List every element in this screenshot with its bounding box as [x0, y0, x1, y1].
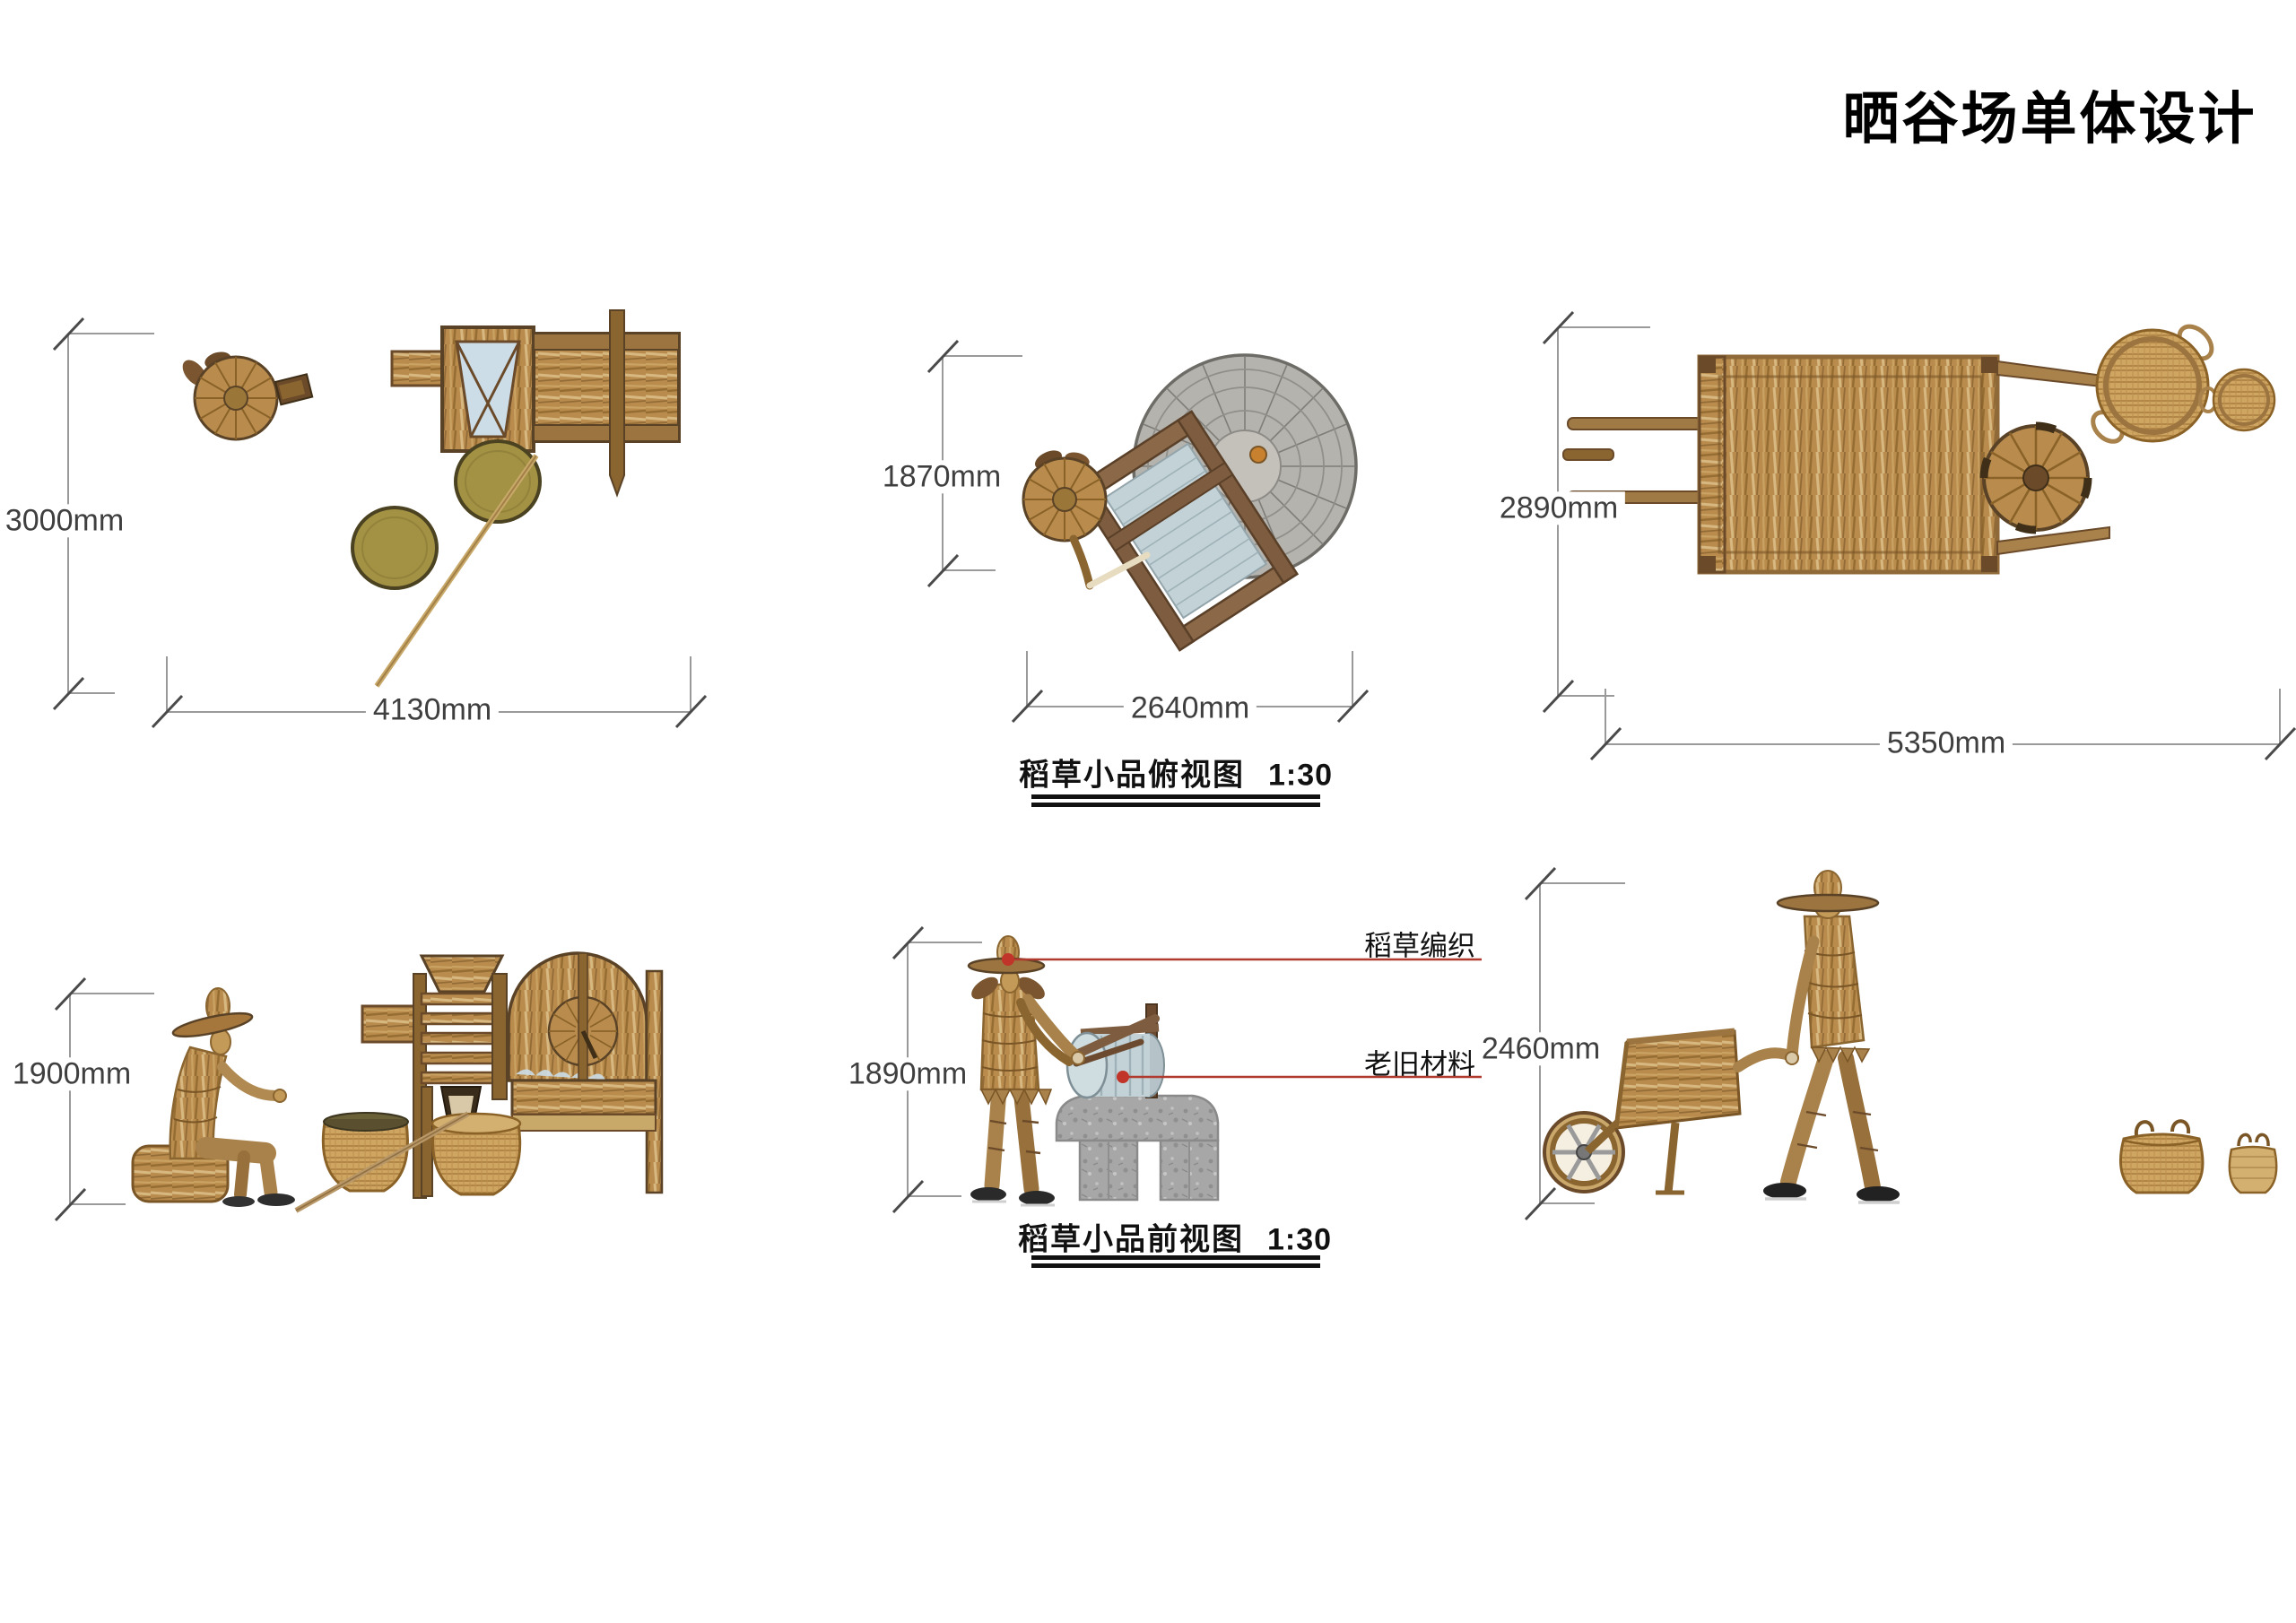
- dim-label-2460: 2460mm: [1474, 1031, 1608, 1066]
- walking-scarecrow: [1763, 870, 1900, 1204]
- thresher-front-view: [294, 951, 664, 1213]
- winnowing-tray-small: [2198, 368, 2276, 432]
- front-left-drawing: [131, 951, 664, 1213]
- annotation-old-material: 老旧材料: [1364, 1048, 1475, 1081]
- scarecrow-top-view-middle: [1022, 450, 1151, 590]
- dim-label-5350: 5350mm: [1879, 725, 2013, 760]
- caption-front-view-text: 稻草小品前视图: [1017, 1222, 1244, 1257]
- dim-label-2640: 2640mm: [1123, 690, 1257, 725]
- seated-scarecrow: [131, 987, 295, 1207]
- caption-underline: [1031, 794, 1320, 799]
- dim-label-2890: 2890mm: [1492, 490, 1626, 525]
- stone-roller-front: [1065, 1003, 1165, 1099]
- wheelbarrow-front: [1543, 1028, 1799, 1195]
- dim-plan-middle-height: [926, 339, 1022, 588]
- standing-scarecrow: [967, 935, 1085, 1207]
- sheet-title: 晒谷场单体设计: [1842, 88, 2257, 151]
- caption-top-view-scale: 1:30: [1267, 758, 1334, 793]
- dim-label-1900: 1900mm: [4, 1056, 139, 1091]
- annotation-leaders: [1002, 953, 1482, 1083]
- front-right-drawing: [1543, 870, 2278, 1204]
- front-middle-drawing: [967, 935, 1482, 1207]
- caption-underline: [1031, 803, 1320, 807]
- stone-mill-base: [1055, 1094, 1220, 1202]
- grain-basket-right: [430, 1112, 522, 1196]
- caption-underline: [1031, 1255, 1320, 1260]
- caption-top-view: 稻草小品俯视图 1:30: [1019, 751, 1333, 794]
- carry-basket-large: [2119, 1119, 2205, 1194]
- cart-top-view: [1562, 324, 2276, 575]
- caption-front-view: 稻草小品前视图 1:30: [1018, 1215, 1332, 1259]
- dim-label-1870: 1870mm: [874, 459, 1009, 494]
- caption-underline: [1031, 1263, 1320, 1268]
- dim-front-left-height: [54, 976, 154, 1222]
- dim-label-4130: 4130mm: [365, 692, 500, 727]
- plan-left-drawing: [182, 309, 681, 688]
- winnowing-tray-large: [2091, 324, 2214, 444]
- cart-wheel-top-view: [1979, 421, 2092, 534]
- annotation-straw-weave: 稻草编织: [1364, 930, 1475, 962]
- straw-mats-top-view: [351, 439, 542, 688]
- caption-top-view-text: 稻草小品俯视图: [1018, 758, 1245, 793]
- plan-middle-drawing: [1022, 353, 1358, 652]
- caption-front-view-scale: 1:30: [1266, 1222, 1333, 1257]
- carry-basket-small: [2228, 1133, 2278, 1194]
- dim-label-3000: 3000mm: [0, 503, 132, 538]
- grain-basket-left: [321, 1112, 409, 1193]
- dim-label-1890: 1890mm: [840, 1056, 975, 1091]
- scarecrow-top-view: [182, 352, 314, 441]
